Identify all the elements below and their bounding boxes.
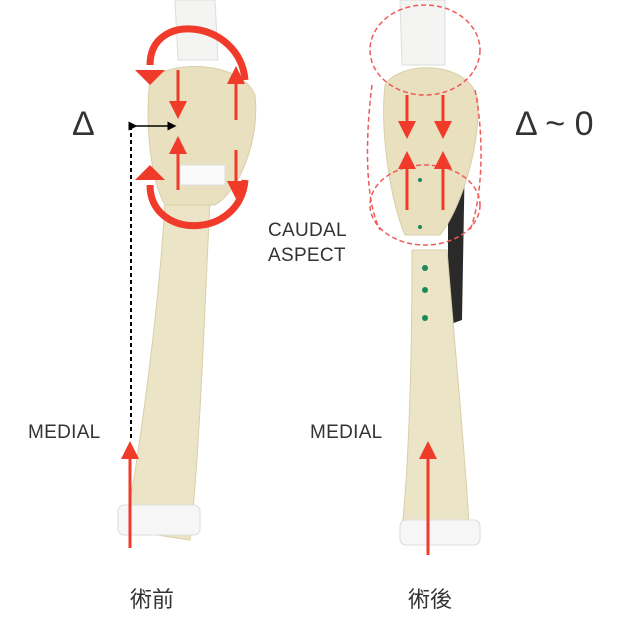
caudal-line2: ASPECT [268,245,346,266]
delta-right-label: Δ ~ 0 [515,105,594,143]
medial-left-label: MEDIAL [28,422,101,443]
postop-force-arrows [398,95,452,555]
preop-force-arrows [121,66,245,548]
preop-rotation-arrows [146,25,249,230]
medial-right-label: MEDIAL [310,422,383,443]
screws [418,178,428,321]
delta-left-label: Δ [72,105,95,143]
delta-offset-indicator [128,121,177,440]
preop-caption: 術前 [130,588,175,613]
caudal-aspect-label: CAUDAL ASPECT [268,218,347,268]
postop-caption: 術後 [408,588,453,613]
postop-knee [383,0,481,546]
caudal-line1: CAUDAL [268,220,347,241]
postop-neutral-outline [366,4,482,246]
